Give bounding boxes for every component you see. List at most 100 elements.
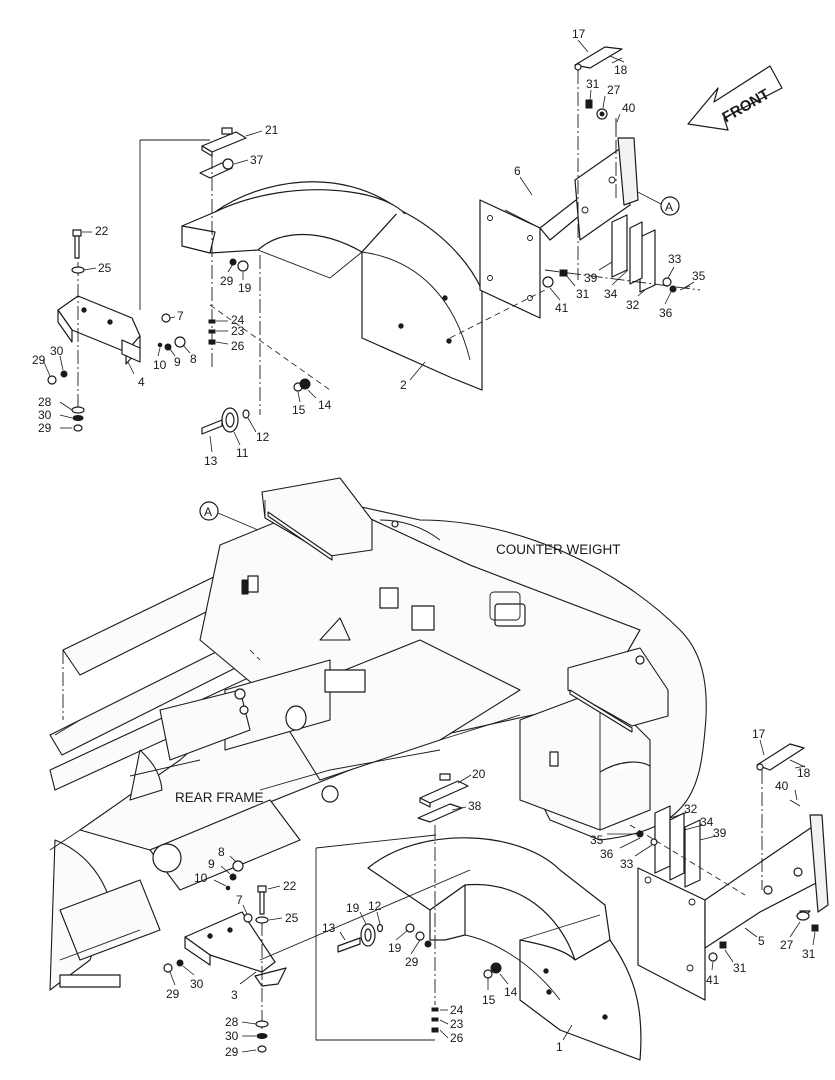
fender-bottom — [367, 837, 642, 1061]
callout-label: 12 — [256, 430, 270, 444]
callout-label: 31 — [576, 287, 590, 301]
latch-bottom — [417, 773, 469, 1005]
top-callouts: 17 18 31 27 40 6 21 37 22 25 29 19 39 31… — [32, 27, 706, 468]
callout-label: 13 — [204, 454, 218, 468]
callout-label: 25 — [285, 911, 299, 925]
callout-label: 32 — [626, 298, 640, 312]
callout-label: 30 — [190, 977, 204, 991]
callout-label: 30 — [38, 408, 52, 422]
callout-label: 19 — [346, 901, 360, 915]
callout-label: 18 — [614, 63, 628, 77]
callout-label: 41 — [706, 973, 720, 987]
callout-label: 40 — [622, 101, 636, 115]
callout-label: 29 — [32, 353, 46, 367]
front-arrow-icon: FRONT — [687, 65, 783, 131]
handle-bottom — [756, 743, 806, 807]
callout-label: 37 — [250, 153, 264, 167]
callout-label: 7 — [177, 309, 184, 323]
callout-label: 2 — [400, 378, 407, 392]
bolt-22-top — [47, 229, 85, 432]
callout-label: 29 — [38, 421, 52, 435]
fender-top — [181, 181, 483, 391]
callout-label: 23 — [450, 1017, 464, 1031]
callout-label: 29 — [405, 955, 419, 969]
callout-label: 28 — [225, 1015, 239, 1029]
bracket-left-top — [57, 139, 210, 410]
callout-label: 17 — [572, 27, 586, 41]
callout-label: 34 — [700, 815, 714, 829]
callout-label: 25 — [98, 261, 112, 275]
callout-label: 13 — [322, 921, 336, 935]
counter-weight: COUNTER WEIGHT REAR FRAME — [175, 477, 707, 841]
bracket-plate-bottom — [629, 770, 829, 1001]
handle-top — [574, 46, 625, 280]
callout-label: 5 — [758, 934, 765, 948]
callout-label: 29 — [220, 274, 234, 288]
callout-label: 40 — [775, 779, 789, 793]
callout-label: 1 — [556, 1040, 563, 1054]
callout-label: 21 — [265, 123, 279, 137]
callout-label: 38 — [468, 799, 482, 813]
callout-label: 24 — [231, 313, 245, 327]
hardware-top-right — [542, 99, 701, 293]
callout-label: 19 — [388, 941, 402, 955]
detail-ref-a-top-label: A — [665, 200, 673, 214]
callout-label: 14 — [318, 398, 332, 412]
callout-label: 35 — [692, 269, 706, 283]
callout-label: 41 — [555, 301, 569, 315]
detail-ref-a-bottom: A — [199, 501, 259, 531]
callout-label: 31 — [586, 77, 600, 91]
callout-label: 26 — [231, 339, 245, 353]
callout-label: 6 — [514, 164, 521, 178]
callout-label: 22 — [95, 224, 109, 238]
callout-label: 10 — [153, 358, 167, 372]
callout-label: 33 — [620, 857, 634, 871]
callout-label: 29 — [166, 987, 180, 1001]
detail-ref-a-bottom-label: A — [204, 505, 212, 519]
callout-label: 17 — [752, 727, 766, 741]
callout-label: 20 — [472, 767, 486, 781]
callout-label: 31 — [802, 947, 816, 961]
callout-label: 28 — [38, 395, 52, 409]
callout-label: 14 — [504, 985, 518, 999]
callout-label: 12 — [368, 899, 382, 913]
callout-label: 23 — [231, 324, 245, 338]
callout-label: 19 — [238, 281, 252, 295]
callout-label: 27 — [607, 83, 621, 97]
rear-frame-assembly — [49, 499, 641, 991]
callout-label: 7 — [236, 893, 243, 907]
bracket-left-bottom — [163, 834, 471, 1053]
callout-label: 39 — [713, 826, 727, 840]
callout-label: 4 — [138, 375, 145, 389]
callout-label: 10 — [194, 871, 208, 885]
callout-label: 33 — [668, 252, 682, 266]
hardware-bottom-mid — [337, 914, 601, 1033]
callout-label: 30 — [225, 1029, 239, 1043]
callout-label: 18 — [797, 766, 811, 780]
callout-label: 32 — [684, 802, 698, 816]
callout-label: 24 — [450, 1003, 464, 1017]
latch-top — [199, 127, 247, 370]
callout-label: 22 — [283, 879, 297, 893]
callout-label: 35 — [590, 833, 604, 847]
callout-label: 26 — [450, 1031, 464, 1045]
callout-label: 3 — [231, 988, 238, 1002]
counter-weight-label: COUNTER WEIGHT — [496, 542, 621, 557]
callout-label: 39 — [584, 271, 598, 285]
callout-label: 9 — [174, 355, 181, 369]
callout-label: 29 — [225, 1045, 239, 1059]
callout-label: 8 — [190, 352, 197, 366]
callout-label: 15 — [292, 403, 306, 417]
callout-label: 11 — [236, 446, 249, 460]
callout-label: 15 — [482, 993, 496, 1007]
bottom-callouts: 20 38 17 18 40 32 34 39 35 36 33 8 9 10 … — [166, 727, 816, 1059]
rear-frame-label: REAR FRAME — [175, 790, 264, 805]
callout-label: 9 — [208, 857, 215, 871]
callout-label: 36 — [600, 847, 614, 861]
callout-label: 36 — [659, 306, 673, 320]
callout-label: 8 — [218, 845, 225, 859]
hardware-top-left — [157, 255, 546, 435]
callout-label: 27 — [780, 938, 794, 952]
callout-label: 30 — [50, 344, 64, 358]
